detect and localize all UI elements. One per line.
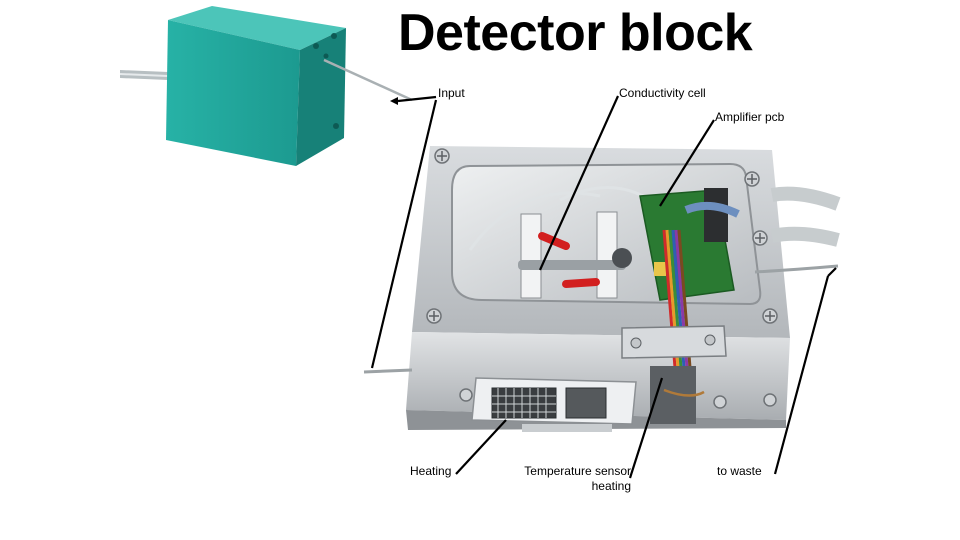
leader-lines <box>370 95 837 479</box>
label-to-waste: to waste <box>717 464 762 478</box>
arrowhead-input <box>390 97 398 105</box>
aluminium-block <box>363 146 841 432</box>
label-temperature-sensor-line1: Temperature sensor <box>524 464 631 478</box>
label-temperature-sensor-line2: heating <box>591 479 631 493</box>
leader-conductivity-cell <box>538 95 620 271</box>
label-conductivity-cell: Conductivity cell <box>619 86 706 100</box>
leader-input-arrow <box>397 95 437 103</box>
page-title: Detector block <box>398 4 753 62</box>
label-temperature-sensor: Temperature sensor heating <box>513 464 631 494</box>
leader-waste <box>773 275 830 475</box>
leader-temperature <box>628 377 664 479</box>
leader-heating <box>455 419 507 475</box>
leader-waste-tip <box>827 267 837 277</box>
leader-input <box>370 99 438 369</box>
leader-amplifier <box>659 119 715 207</box>
label-heating: Heating <box>410 464 452 478</box>
detector-housing <box>119 6 413 166</box>
label-input: Input <box>438 86 465 100</box>
label-amplifier-pcb: Amplifier pcb <box>715 110 785 124</box>
